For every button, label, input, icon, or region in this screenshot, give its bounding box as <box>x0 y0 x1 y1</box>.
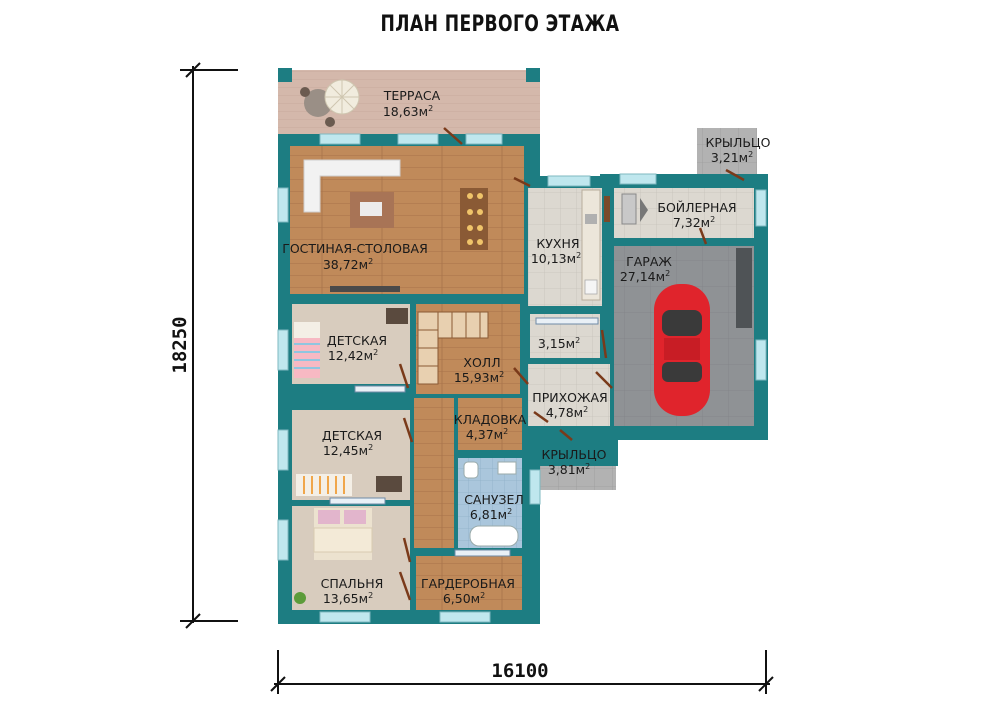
corridor-floor <box>414 398 454 548</box>
garage-area: 27,14м2 <box>620 269 670 284</box>
plan-title: ПЛАН ПЕРВОГО ЭТАЖА <box>380 12 620 37</box>
height-dimension: 18250 <box>169 62 238 629</box>
pantry-floor <box>458 398 522 450</box>
kitchen-area: 10,13м2 <box>531 251 581 266</box>
garage-name: ГАРАЖ <box>626 254 672 269</box>
entry-name: ПРИХОЖАЯ <box>532 390 607 405</box>
desk-2-icon <box>376 476 402 492</box>
staircase-icon <box>417 311 489 385</box>
boiler-area: 7,32м2 <box>673 215 715 230</box>
bathroom-area: 6,81м2 <box>470 507 512 522</box>
terrace-area: 18,63м2 <box>383 104 433 119</box>
windows <box>277 133 767 623</box>
terrace-name: ТЕРРАСА <box>383 88 441 103</box>
room-labels: ТЕРРАСА 18,63м2 ГОСТИНАЯ-СТОЛОВАЯ 38,72м… <box>282 88 770 606</box>
boiler-icon <box>621 193 648 225</box>
tv-stand-icon <box>330 286 400 292</box>
living-area: 38,72м2 <box>323 257 373 272</box>
living-name: ГОСТИНАЯ-СТОЛОВАЯ <box>282 241 428 256</box>
wardrobe-name: ГАРДЕРОБНАЯ <box>421 576 515 591</box>
kids1-area: 12,42м2 <box>328 348 378 363</box>
porch-top-name: КРЫЛЬЦО <box>706 135 771 150</box>
bathroom-fixtures-icon <box>463 461 519 547</box>
sofa-icon <box>303 159 401 213</box>
patio-umbrella-icon <box>300 79 360 127</box>
radiators <box>329 317 599 557</box>
kids1-name: ДЕТСКАЯ <box>327 333 387 348</box>
wardrobe-floor <box>416 556 522 610</box>
pantry-name: КЛАДОВКА <box>454 412 527 427</box>
porch-bottom-name: КРЫЛЬЦО <box>542 447 607 462</box>
height-dimension-label: 18250 <box>169 316 191 373</box>
pantry-area: 4,37м2 <box>466 427 508 442</box>
dining-table-icon <box>460 188 488 250</box>
entry-area: 4,78м2 <box>546 405 588 420</box>
desk-1-icon <box>386 308 408 324</box>
boiler-room-floor <box>614 188 754 238</box>
kids2-name: ДЕТСКАЯ <box>322 428 382 443</box>
coffee-table-icon <box>360 202 382 216</box>
bedroom-name: СПАЛЬНЯ <box>321 576 384 591</box>
small-closet-area: 3,15м2 <box>538 336 580 351</box>
doors <box>398 127 745 601</box>
bathroom-name: САНУЗЕЛ <box>464 492 524 507</box>
kitchen-name: КУХНЯ <box>536 236 579 251</box>
plant-icon <box>294 592 306 604</box>
wardrobe-area: 6,50м2 <box>443 591 485 606</box>
porch-top-area: 3,21м2 <box>711 150 753 165</box>
entry-floor <box>528 364 610 426</box>
double-bed-icon <box>313 508 373 560</box>
kids2-area: 12,45м2 <box>323 443 373 458</box>
bedroom-area: 13,65м2 <box>323 591 373 606</box>
width-dimension-label: 16100 <box>491 660 548 682</box>
boiler-name: БОЙЛЕРНАЯ <box>657 200 736 215</box>
kids-bed-2-icon <box>296 474 352 496</box>
hall-name: ХОЛЛ <box>463 355 500 370</box>
car-icon <box>654 284 710 416</box>
porch-bottom-area: 3,81м2 <box>548 462 590 477</box>
kids-bed-1-icon <box>294 322 320 378</box>
garage-shelf <box>736 248 752 328</box>
width-dimension: 16100 <box>270 650 774 694</box>
kitchen-counter-icon <box>581 189 610 301</box>
hall-area: 15,93м2 <box>454 370 504 385</box>
